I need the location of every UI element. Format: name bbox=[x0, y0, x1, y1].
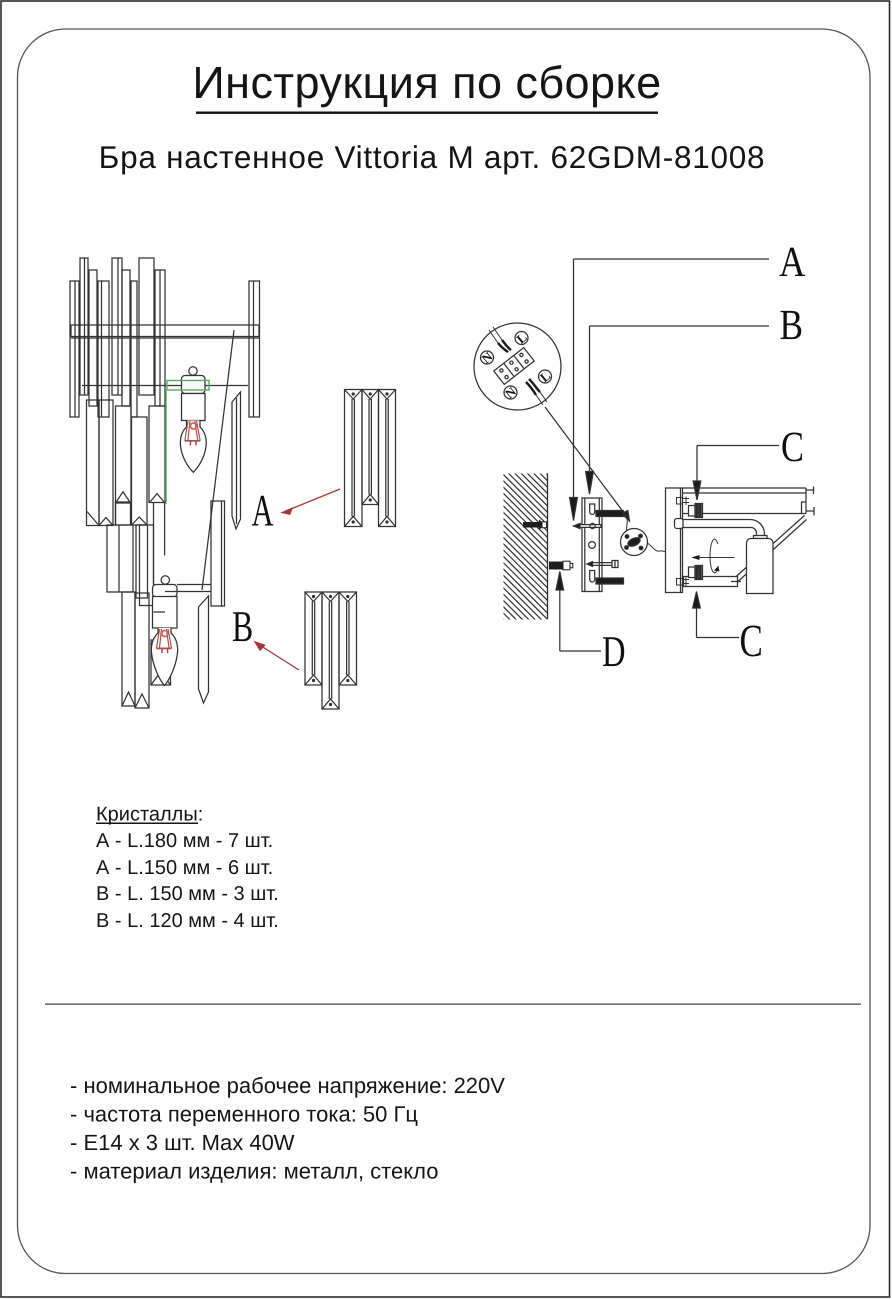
svg-text:C: C bbox=[781, 424, 804, 471]
svg-text:C: C bbox=[740, 615, 763, 666]
svg-text:Инструкция по сборке: Инструкция по сборке bbox=[192, 57, 661, 108]
svg-text:B: B bbox=[232, 602, 253, 651]
svg-text:Кристаллы:: Кристаллы: bbox=[96, 804, 203, 826]
svg-text:D: D bbox=[602, 627, 626, 676]
svg-text:А - L.180 мм - 7 шт.: А - L.180 мм - 7 шт. bbox=[96, 830, 273, 852]
svg-text:В - L. 120 мм - 4 шт.: В - L. 120 мм - 4 шт. bbox=[96, 910, 279, 932]
svg-text:- Е14 х 3 шт. Max 40W: - Е14 х 3 шт. Max 40W bbox=[70, 1130, 295, 1155]
svg-text:A: A bbox=[252, 486, 274, 536]
svg-text:- частота переменного тока: 50: - частота переменного тока: 50 Гц bbox=[70, 1102, 418, 1127]
svg-text:B: B bbox=[780, 302, 804, 349]
svg-text:В - L. 150 мм - 3 шт.: В - L. 150 мм - 3 шт. bbox=[96, 883, 279, 905]
svg-text:- номинальное рабочее напряжен: - номинальное рабочее напряжение: 220V bbox=[70, 1073, 505, 1098]
svg-text:Бра настенное Vittoria M арт.: Бра настенное Vittoria M арт. 62GDM-8100… bbox=[99, 139, 766, 175]
svg-text:- материал изделия: металл, ст: - материал изделия: металл, стекло bbox=[70, 1159, 438, 1184]
svg-text:A: A bbox=[779, 239, 805, 286]
svg-text:А - L.150 мм - 6 шт.: А - L.150 мм - 6 шт. bbox=[96, 857, 273, 879]
